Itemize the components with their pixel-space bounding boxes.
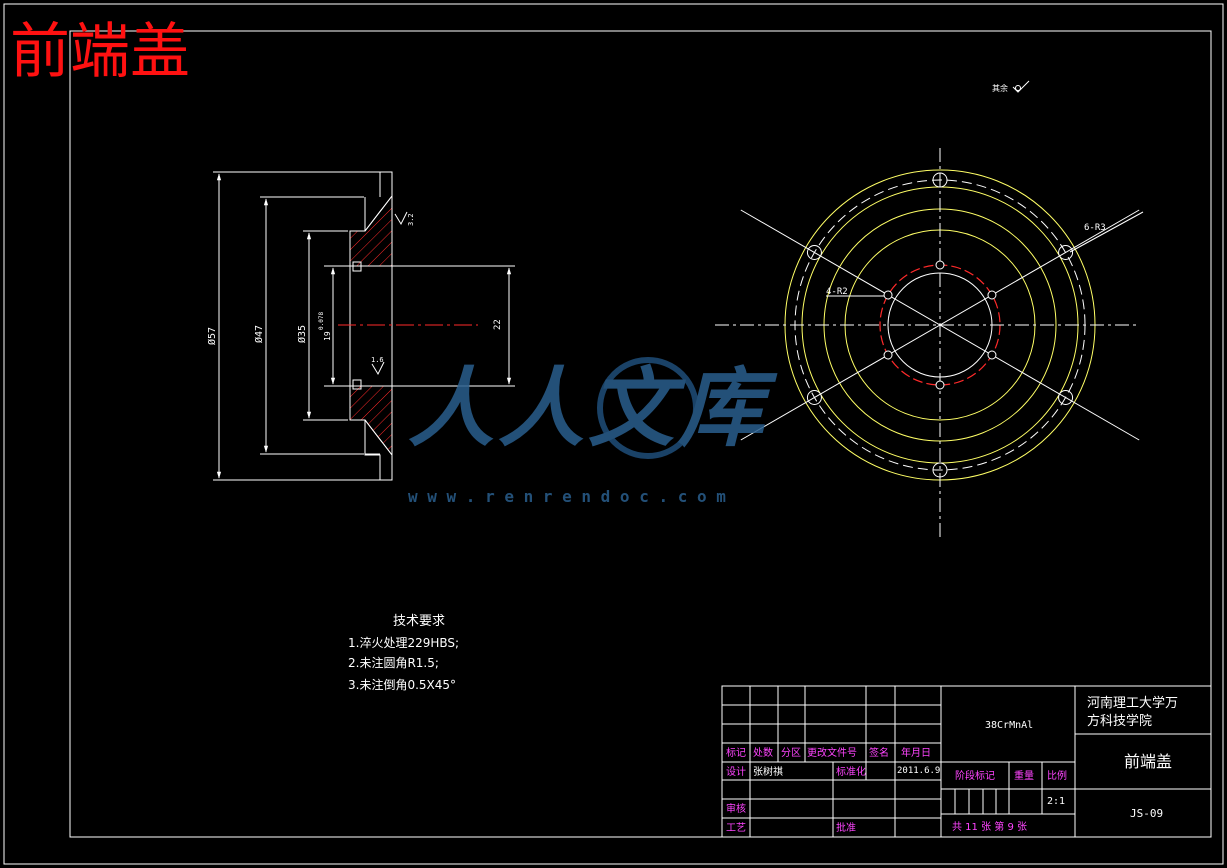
plan-inner-hole-2 bbox=[987, 290, 997, 300]
tb-approve-label: 批准 bbox=[836, 821, 856, 834]
plan-outer-hole-4 bbox=[932, 462, 948, 478]
tb-review-label: 审核 bbox=[726, 802, 746, 815]
leader-6-r3 bbox=[1069, 211, 1144, 253]
tb-process-label: 工艺 bbox=[726, 822, 746, 834]
plan-view bbox=[715, 148, 1144, 540]
plan-outer-hole-1 bbox=[932, 172, 948, 188]
dim-d57: Ø57 bbox=[206, 327, 218, 345]
title-block-text: 标记 处数 分区 更改文件号 签名 年月日 设计 张树祺 标准化 2011.6.… bbox=[726, 695, 1178, 834]
tech-item-3: 3.未注倒角0.5X45° bbox=[348, 677, 456, 692]
dim-d35: Ø35 bbox=[296, 325, 308, 343]
plan-inner-hole-6 bbox=[883, 290, 893, 300]
plan-inner-hole-1 bbox=[935, 260, 945, 270]
tb-header-qianming: 签名 bbox=[869, 746, 889, 759]
tech-heading: 技术要求 bbox=[393, 614, 445, 629]
tb-header-date: 年月日 bbox=[901, 746, 931, 759]
dim-22: 22 bbox=[493, 319, 503, 330]
general-roughness-symbol: 其余 bbox=[992, 80, 1030, 93]
watermark-circle bbox=[597, 357, 699, 459]
label-4-r2: 4-R2 bbox=[826, 287, 848, 297]
tb-drawing-no: JS-09 bbox=[1130, 807, 1163, 820]
label-6-r3: 6-R3 bbox=[1084, 223, 1106, 233]
plan-inner-hole-5 bbox=[883, 350, 893, 360]
hatch-top bbox=[349, 194, 393, 267]
tech-item-2: 2.未注圆角R1.5; bbox=[348, 655, 439, 670]
tb-header-chushu: 处数 bbox=[753, 746, 773, 759]
tb-scale-label: 比例 bbox=[1047, 769, 1067, 782]
tb-scale-value: 2:1 bbox=[1047, 796, 1065, 807]
dim-d47: Ø47 bbox=[253, 325, 265, 343]
roughness-general-text: 其余 bbox=[992, 83, 1008, 93]
tech-requirements: 技术要求 1.淬火处理229HBS; 2.未注圆角R1.5; 3.未注倒角0.5… bbox=[348, 614, 459, 692]
tb-school-line2: 方科技学院 bbox=[1087, 713, 1152, 729]
tb-header-biaoji: 标记 bbox=[726, 747, 746, 759]
tb-stage-label: 阶段标记 bbox=[955, 769, 995, 782]
plan-outer-hole-2 bbox=[1058, 245, 1074, 260]
roughness-top: 3.2 bbox=[407, 213, 415, 226]
tb-standard-label: 标准化 bbox=[836, 765, 866, 778]
title-block bbox=[721, 685, 1212, 838]
dim-d19: 19 bbox=[323, 331, 332, 341]
tb-design-date: 2011.6.9 bbox=[897, 766, 940, 776]
tb-material: 38CrMnAl bbox=[985, 720, 1033, 731]
plan-inner-hole-4 bbox=[935, 380, 945, 390]
tb-header-fenqu: 分区 bbox=[781, 747, 801, 759]
tb-school-line1: 河南理工大学万 bbox=[1087, 695, 1178, 711]
banner-title: 前端盖 bbox=[10, 17, 190, 87]
plan-outer-hole-6 bbox=[806, 245, 822, 260]
outer-frame bbox=[3, 3, 1224, 865]
watermark: 人人文库 w w w . r e n r e n d o c . c o m bbox=[408, 357, 778, 506]
inner-frame bbox=[69, 30, 1212, 838]
watermark-url: w w w . r e n r e n d o c . c o m bbox=[408, 487, 726, 506]
plan-outer-hole-3 bbox=[1058, 390, 1074, 405]
tb-header-genggai: 更改文件号 bbox=[807, 746, 857, 759]
watermark-text: 人人文库 bbox=[408, 359, 778, 459]
tb-part-name: 前端盖 bbox=[1124, 752, 1172, 771]
tech-item-1: 1.淬火处理229HBS; bbox=[348, 635, 459, 650]
tb-design-label: 设计 bbox=[726, 765, 746, 778]
plan-outer-hole-5 bbox=[806, 390, 822, 405]
plan-radial-line-2 bbox=[740, 209, 1140, 441]
section-view: Ø57 Ø47 Ø35 19 0.078 22 3.2 bbox=[206, 171, 515, 481]
hatch-bottom bbox=[349, 385, 393, 457]
tb-designer: 张树祺 bbox=[753, 765, 783, 778]
tb-weight-label: 重量 bbox=[1014, 769, 1034, 782]
plan-inner-hole-3 bbox=[987, 350, 997, 360]
dim-d19-tolerance: 0.078 bbox=[318, 312, 325, 330]
roughness-bottom: 1.6 bbox=[371, 356, 384, 364]
tb-sheet-info: 共 11 张 第 9 张 bbox=[952, 820, 1027, 833]
